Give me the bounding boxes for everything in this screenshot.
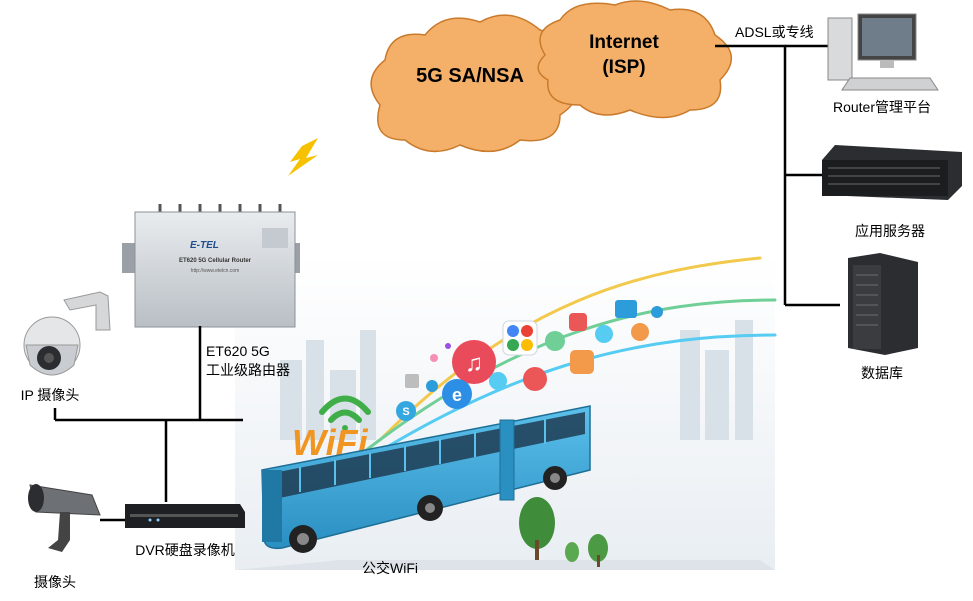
bus-wifi-label: 公交WiFi xyxy=(362,560,418,576)
cloud-internet-label-1: Internet xyxy=(589,32,659,53)
music-small-icon xyxy=(569,313,587,331)
small-blue-icon xyxy=(426,380,438,392)
router-model-text: ET620 5G Cellular Router xyxy=(179,258,252,264)
cloud-internet xyxy=(537,0,732,119)
trees xyxy=(519,497,608,567)
rss-app-icon xyxy=(570,350,594,374)
camera-label: 摄像头 xyxy=(34,574,76,590)
music-app-icon xyxy=(452,340,496,384)
phone-app-icon xyxy=(545,331,565,351)
router-url-text: http://www.etelcn.com xyxy=(191,268,240,274)
photo-app-icon xyxy=(502,320,538,356)
lightning-bolt-icon xyxy=(288,138,318,176)
database-tower xyxy=(848,253,918,355)
browser-app-icon xyxy=(442,379,472,409)
svg-text:e: e xyxy=(452,385,462,405)
router-label-line1: ET620 5G xyxy=(206,343,270,359)
articulated-bus xyxy=(261,405,591,553)
refresh-app-icon xyxy=(631,323,649,341)
bullet-camera xyxy=(28,484,101,552)
cloud-internet-label-2: (ISP) xyxy=(602,57,645,78)
ip-dome-camera xyxy=(23,291,111,376)
et620-router: E-TEL ET620 5G Cellular Router http://ww… xyxy=(122,204,300,328)
small-pink-icon xyxy=(430,354,438,362)
dvr-recorder xyxy=(125,504,245,528)
svg-text:S: S xyxy=(402,406,409,418)
mail-app-icon xyxy=(615,300,637,318)
management-pc xyxy=(827,13,939,91)
app-icons-cluster: ♫ e S xyxy=(396,300,663,421)
adsl-label: ADSL或专线 xyxy=(735,24,814,40)
router-mgmt-label: Router管理平台 xyxy=(833,99,931,115)
server-wiring xyxy=(715,44,840,307)
skype-icon xyxy=(396,401,416,421)
chat-app-icon xyxy=(489,372,507,390)
cloud-5g-label: 5G SA/NSA xyxy=(416,65,524,87)
globe-app-icon xyxy=(651,306,663,318)
location-app-icon xyxy=(523,367,547,391)
local-wiring xyxy=(53,326,243,522)
small-violet-icon xyxy=(445,343,451,349)
video-app-icon xyxy=(405,374,419,388)
speaker-app-icon xyxy=(595,325,613,343)
router-label-line2: 工业级路由器 xyxy=(206,362,290,378)
app-server-label: 应用服务器 xyxy=(855,223,925,239)
wifi-signal-icon xyxy=(319,395,371,431)
router-brand: E-TEL xyxy=(190,240,219,251)
rack-server xyxy=(822,145,962,200)
dvr-label: DVR硬盘录像机 xyxy=(135,542,235,558)
svg-text:♫: ♫ xyxy=(465,350,483,377)
ip-camera-label: IP 摄像头 xyxy=(21,387,80,403)
database-label: 数据库 xyxy=(861,365,903,381)
